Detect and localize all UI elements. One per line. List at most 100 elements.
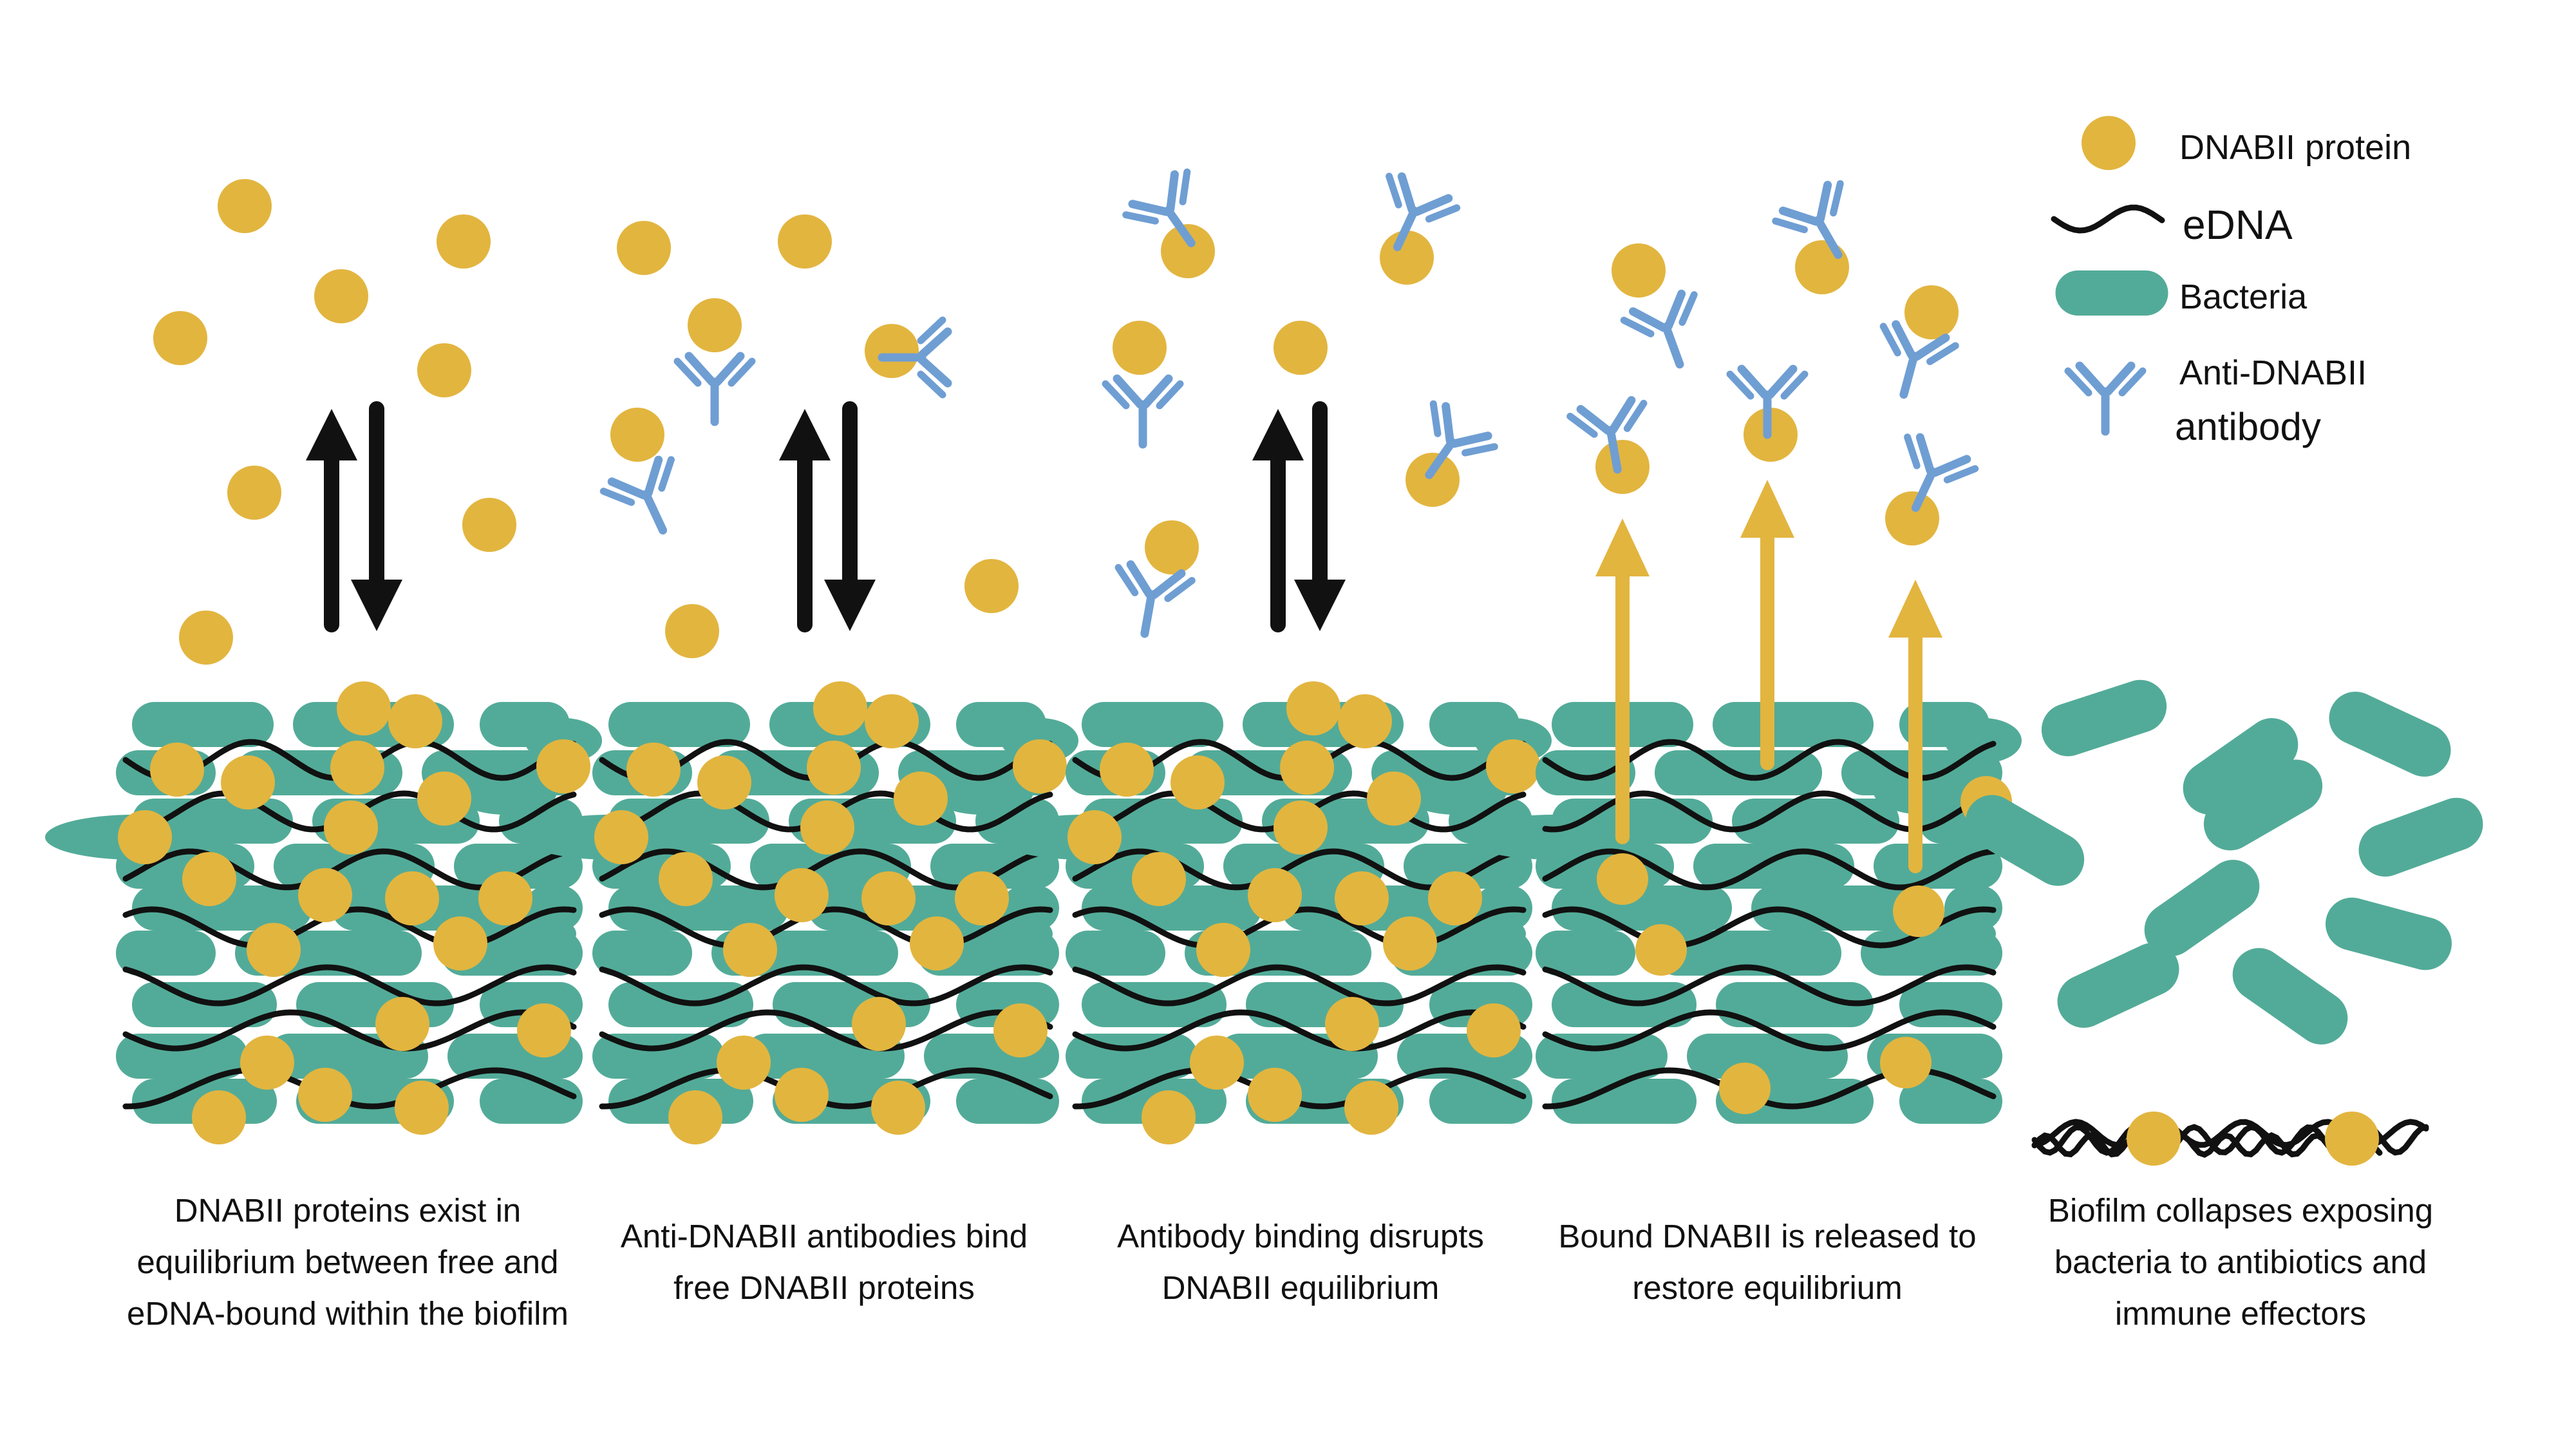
edna-strand [2031, 1132, 2383, 1158]
dnabii-protein [1132, 852, 1186, 906]
edna-strand [599, 906, 1053, 949]
dnabii-protein [1904, 285, 1959, 339]
antibody-icon [1105, 379, 1180, 444]
bacterium [1404, 770, 1507, 815]
dnabii-protein [1280, 741, 1334, 795]
antibody-icon [601, 455, 697, 545]
dnabii-protein [1893, 886, 1944, 937]
antibody-icon [677, 356, 752, 422]
dnabii-protein [437, 214, 491, 269]
arrow-head [351, 580, 402, 631]
dnabii-protein [1113, 321, 1167, 375]
dnabii-protein [1428, 871, 1482, 925]
dnabii-protein [1100, 743, 1154, 797]
dnabii-protein [1380, 231, 1434, 285]
bacterium [1732, 799, 1899, 844]
arrow-head [306, 409, 357, 460]
antibody-icon [2068, 366, 2143, 431]
dnabii-protein [964, 559, 1019, 613]
legend-antibody-label: Anti-DNABII [2179, 354, 2367, 392]
dnabii-protein [150, 743, 204, 797]
dnabii-protein [1595, 440, 1650, 494]
dnabii-protein [894, 772, 948, 826]
edna-strand [2051, 204, 2165, 234]
dnabii-protein [1486, 739, 1540, 793]
collapsed-biofilm [1965, 679, 2483, 1045]
dnabii-protein [1338, 694, 1392, 748]
bacterium [2329, 692, 2451, 777]
bacterium [2326, 897, 2452, 971]
bacterium [608, 702, 750, 747]
dnabii-protein [247, 923, 301, 977]
dnabii-protein [1067, 810, 1122, 864]
bacterium [132, 886, 312, 931]
dnabii-protein [910, 916, 964, 971]
dnabii-protein [1190, 1036, 1244, 1090]
edna-strand [1542, 1009, 1997, 1052]
edna-strand [1072, 964, 1527, 1007]
free-proteins-panel-3 [1105, 168, 1498, 640]
edna-strand [599, 964, 1053, 1007]
caption-panel-1: DNABII proteins exist in equilibrium bet… [126, 1192, 569, 1332]
dnabii-protein [993, 1003, 1048, 1057]
bacterium [1965, 795, 2085, 886]
bacterium [454, 770, 557, 815]
dnabii-protein [314, 269, 368, 323]
bacterium [1536, 750, 1635, 795]
dnabii-protein [1885, 491, 1939, 545]
bacterium [2041, 679, 2167, 757]
dnabii-protein [1170, 755, 1225, 810]
bacterium [930, 770, 1033, 815]
dnabii-protein [617, 221, 671, 275]
dnabii-protein [594, 810, 648, 864]
dnabii-protein [1248, 1068, 1302, 1122]
arrow-head [1294, 580, 1346, 631]
edna-strand [122, 906, 577, 949]
dnabii-protein [865, 324, 919, 378]
biofilm-panel-4 [1465, 702, 2022, 1124]
dnabii-protein [330, 741, 384, 795]
dnabii-protein [395, 1081, 449, 1135]
edna-strand [1542, 848, 1997, 891]
antibody-icon [1622, 290, 1715, 377]
dnabii-protein [337, 681, 391, 735]
dnabii-protein [865, 694, 919, 748]
edna-strand [1542, 964, 1997, 1007]
dnabii-protein [462, 498, 516, 552]
arrow-head [779, 409, 831, 460]
caption-panel-3: Antibody binding disrupts DNABII equilib… [1117, 1218, 1484, 1306]
arrow-head [824, 580, 876, 631]
dnabii-protein [1406, 453, 1460, 507]
dnabii-protein [665, 604, 719, 658]
bacterium [1082, 702, 1223, 747]
antibody-icon [1108, 562, 1193, 640]
dnabii-protein [118, 810, 172, 864]
dnabii-protein [668, 1090, 722, 1144]
dnabii-protein [298, 1068, 352, 1122]
free-proteins-panel-1 [153, 179, 516, 665]
dnabii-protein [433, 916, 487, 971]
dnabii-protein [1274, 800, 1328, 855]
bacterium [1944, 718, 2022, 763]
bacterium [1536, 931, 1635, 976]
bacterium [1465, 815, 1645, 860]
legend-edna-label: eDNA [2183, 202, 2293, 248]
dnabii-protein [218, 179, 272, 233]
dnabii-protein [417, 772, 471, 826]
dnabii-protein [626, 743, 681, 797]
free-proteins-panel-2 [601, 214, 1019, 658]
arrow-head [1252, 409, 1304, 460]
dnabii-protein [375, 997, 429, 1051]
dnabii-protein [2325, 1112, 2379, 1166]
dnabii-protein [1335, 871, 1389, 925]
bacterium [1716, 982, 1874, 1027]
dnabii-protein [417, 343, 471, 397]
dnabii-protein [1248, 868, 1302, 922]
legend-protein-label: DNABII protein [2179, 128, 2412, 167]
arrow-head [1595, 518, 1650, 576]
edna-strand [1072, 906, 1527, 949]
dnabii-protein [1880, 1037, 1932, 1088]
biofilm-panel-3 [995, 681, 1552, 1144]
arrow-head [1740, 480, 1794, 538]
legend [2051, 116, 2168, 431]
